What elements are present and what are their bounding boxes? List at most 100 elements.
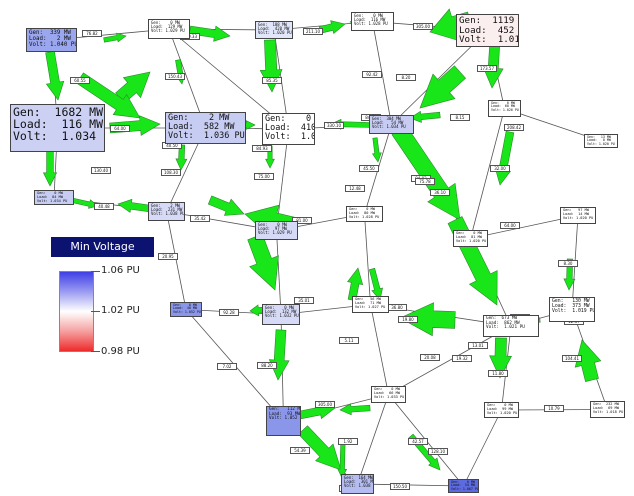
flow-label: 75.78 — [415, 178, 435, 185]
bus-gen-text: Gen: 0 MW — [456, 231, 482, 235]
bus-load-text: Load: 14 MW — [563, 211, 589, 216]
bus-load-text: Load: 116 MW — [354, 17, 386, 23]
flow-label: 13.01 — [468, 342, 488, 349]
flow-arrow — [189, 25, 231, 42]
flow-label: 88.20 — [257, 362, 277, 369]
flow-arrow — [337, 439, 348, 479]
transmission-line — [372, 21, 392, 125]
bus-volt-text: Volt: 1.020 PU — [456, 238, 487, 243]
bus-gen-text: Gen: 673 MW — [486, 316, 518, 321]
flow-label: 8.30 — [558, 260, 578, 267]
bus-volt-text: Volt: 1.034 PU — [372, 124, 406, 130]
bus-volt-text: Volt: 1.032 PU — [265, 313, 299, 319]
bus-load-text: Load: 48 MW — [173, 306, 197, 311]
bus-load-text: Load: 80 MW — [349, 210, 375, 215]
flow-label: 150.43 — [165, 73, 185, 80]
flow-label: 305.00 — [413, 23, 433, 30]
flow-arrow — [174, 59, 186, 85]
bus-volt-text: Volt: 1.034 PU — [37, 198, 68, 203]
flow-label: 42.57 — [408, 438, 428, 445]
flow-label: 8.20 — [396, 74, 416, 81]
flow-label: 20.95 — [158, 253, 178, 260]
min-voltage-legend: Min Voltage 1.06 PU 1.02 PU 0.98 PU — [51, 237, 161, 369]
flow-label: 75.00 — [254, 173, 274, 180]
transmission-line — [470, 108, 505, 239]
flow-arrow — [399, 302, 456, 337]
flow-arrow — [371, 137, 382, 163]
transmission-line — [370, 304, 389, 395]
legend-title: Min Voltage — [51, 237, 154, 257]
bus-volt-text: Volt: 1.028 PU — [354, 21, 388, 27]
bus-gen-text: Gen: 0 MW — [173, 303, 197, 307]
bus-load-text: Load: 54 MW — [372, 120, 404, 126]
bus-gen-text: Gen: 2 MW — [151, 203, 180, 208]
bus-gen-text: Gen: 304 MW — [372, 116, 401, 121]
bus-gen-text: Gen: 13 MW — [587, 135, 611, 139]
flow-arrow — [103, 32, 127, 43]
bus-volt-text: Volt: 1.026 PU — [491, 107, 519, 112]
transmission-line — [357, 394, 389, 485]
bus-volt-text: Volt: 1.020 PU — [258, 30, 292, 36]
flow-arrow — [318, 20, 346, 35]
flow-label: 36.10 — [430, 189, 450, 196]
flow-label: 1.92 — [338, 438, 358, 445]
transmission-line — [463, 409, 502, 487]
flow-label: 92.28 — [219, 309, 239, 316]
bus-load-text: Load: 420 MW — [258, 26, 290, 32]
bus-volt-text: Volt: 1.018 PU — [593, 409, 624, 414]
flow-label: 10.79 — [544, 405, 564, 412]
bus-gen-text: Gen: 164 MW — [344, 475, 373, 480]
flow-label: 8.15 — [450, 114, 470, 121]
bus-load-text: Load: 301 MW — [344, 479, 374, 485]
flow-arrow — [409, 110, 441, 123]
bus-gen-text: Gen: 0 MW — [265, 305, 294, 310]
transmission-line — [501, 325, 512, 411]
bus-volt-text: Volt: 1.019 PU — [265, 131, 314, 142]
bus-load-text: Load: 99 MW — [487, 406, 513, 411]
bus-gen-text: Gen: 1682 MW — [13, 105, 104, 119]
flow-arrow — [339, 403, 371, 416]
flow-arrow — [259, 39, 283, 93]
flow-arrow — [298, 425, 342, 471]
flow-label: 104.41 — [562, 355, 582, 362]
flow-label: 330.10 — [324, 122, 344, 129]
legend-color-bar — [59, 271, 94, 352]
bus-load-text: Load: 54 MW — [451, 483, 475, 488]
bus-gen-text: Gen: 232 MW — [593, 402, 619, 406]
bus-gen-text: Gen: 0 MW — [265, 114, 312, 124]
bus-load-text: Load: 69 MW — [593, 405, 619, 410]
flow-arrow — [175, 144, 188, 171]
bus-volt-text: Volt: 1.036 PU — [168, 130, 245, 141]
bus-gen-text: Gen: 130 MW — [552, 299, 590, 304]
bus-volt-text: Volt: 1.021 PU — [486, 325, 525, 330]
transmission-line — [357, 483, 464, 487]
